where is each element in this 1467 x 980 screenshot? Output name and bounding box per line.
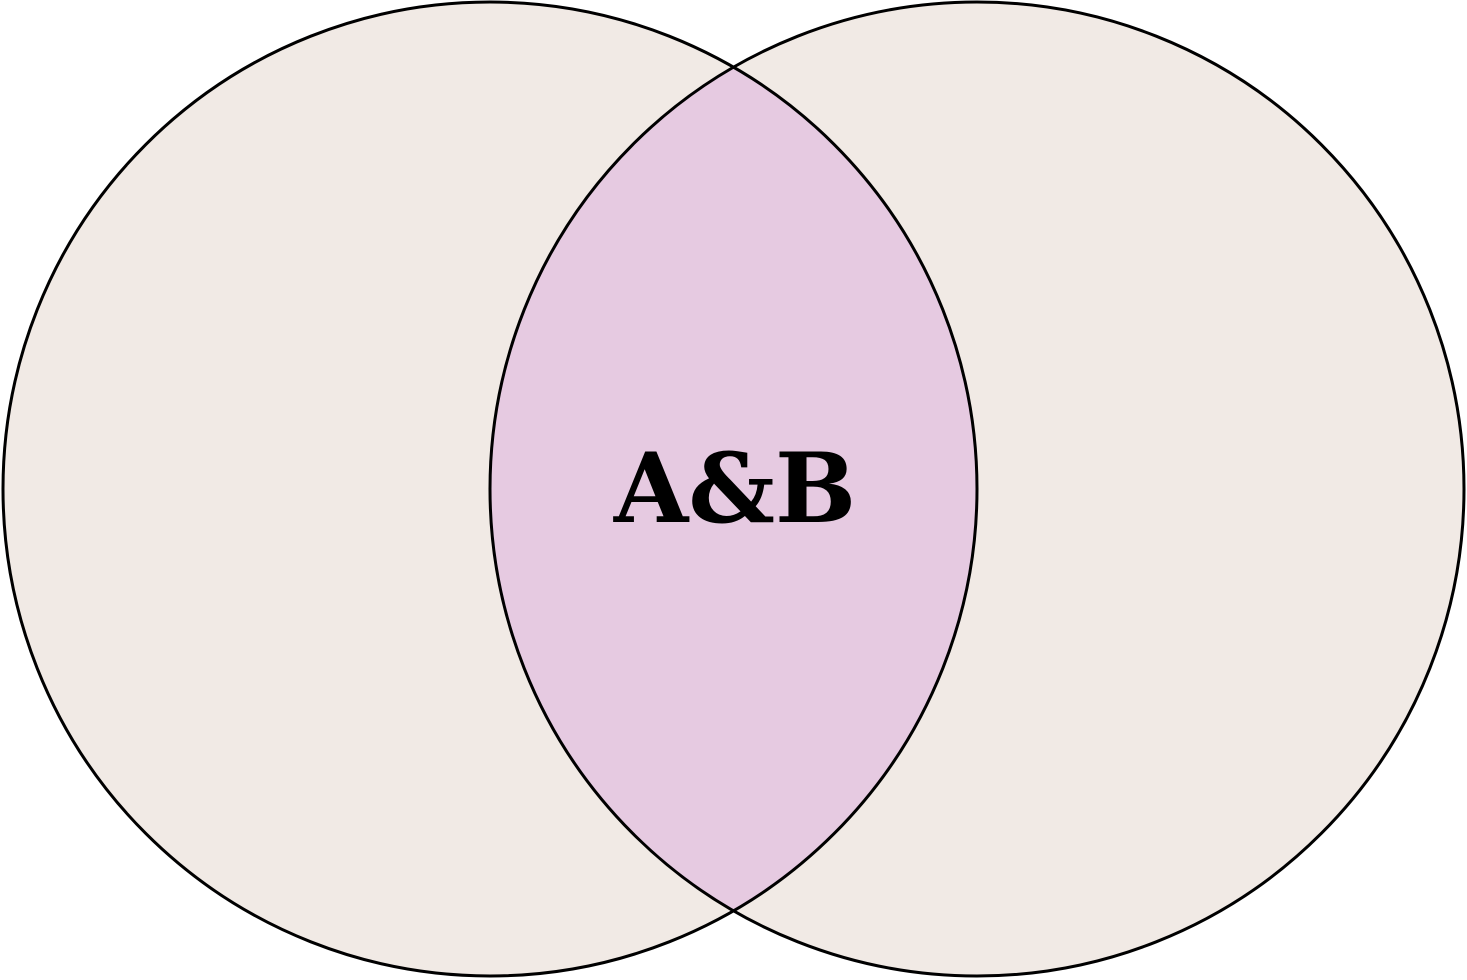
set-a-outline [1, 0, 979, 978]
intersection-region [490, 2, 977, 976]
set-b-outline [488, 0, 1466, 978]
intersection-label: A&B [613, 432, 856, 545]
